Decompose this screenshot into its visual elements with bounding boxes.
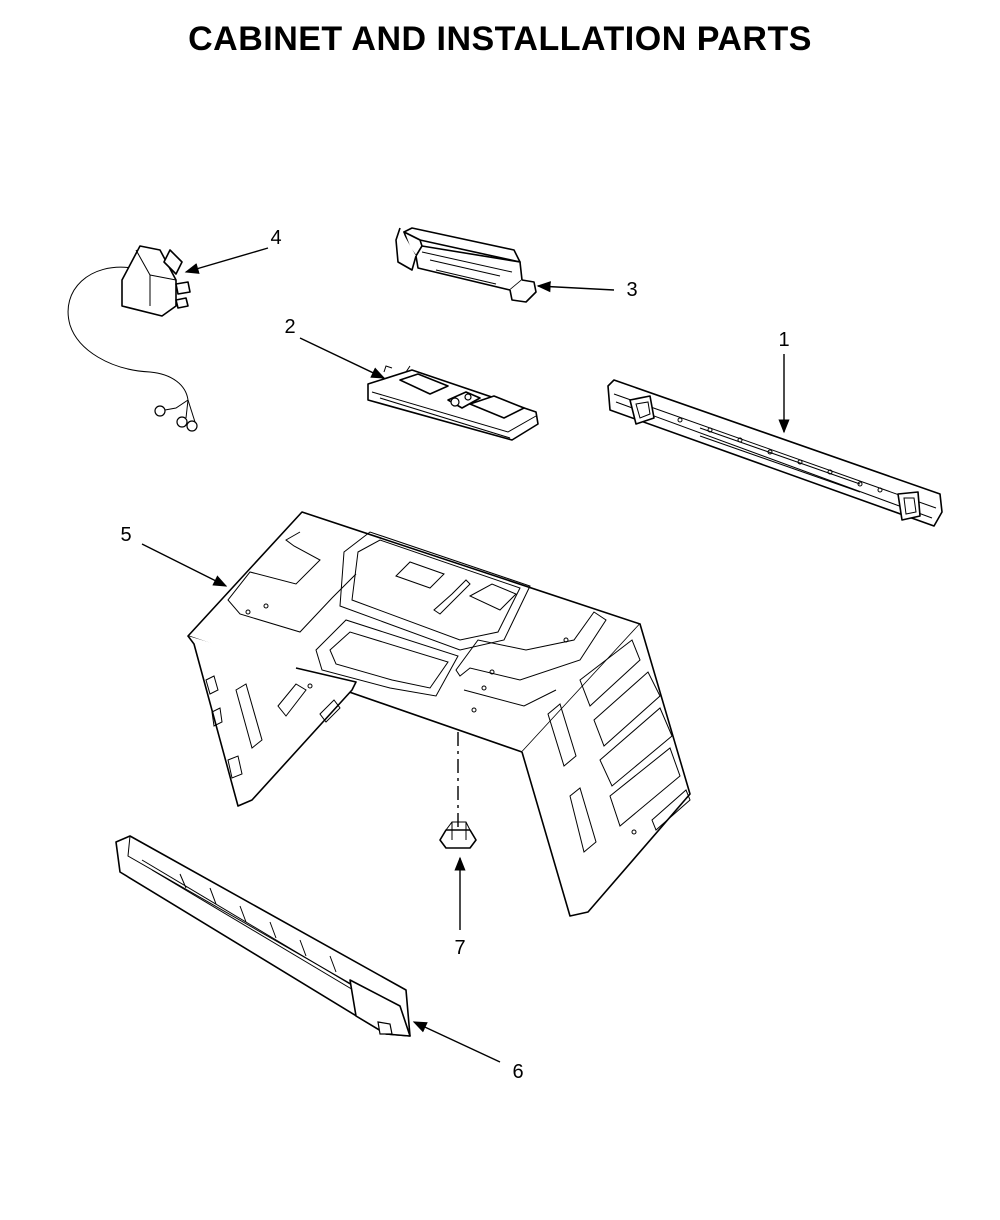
leader-lines [141,247,790,1063]
callout-2: 2 [284,316,295,338]
page-title: CABINET AND INSTALLATION PARTS [188,20,812,58]
callout-6: 6 [512,1061,523,1083]
callout-1: 1 [778,329,789,351]
callout-3: 3 [626,279,637,301]
part-3-damper-duct[interactable] [395,227,537,303]
part-5-cabinet-wrapper[interactable] [187,511,691,917]
part-2-wall-plate[interactable] [367,365,539,441]
part-4-power-cord[interactable] [67,245,198,432]
part-6-bottom-trim[interactable] [115,835,411,1037]
callout-5: 5 [120,524,131,546]
part-7-spacer[interactable] [439,732,477,849]
callout-7: 7 [454,937,465,959]
callout-4: 4 [270,227,281,249]
part-1-mounting-rail[interactable] [607,379,943,527]
